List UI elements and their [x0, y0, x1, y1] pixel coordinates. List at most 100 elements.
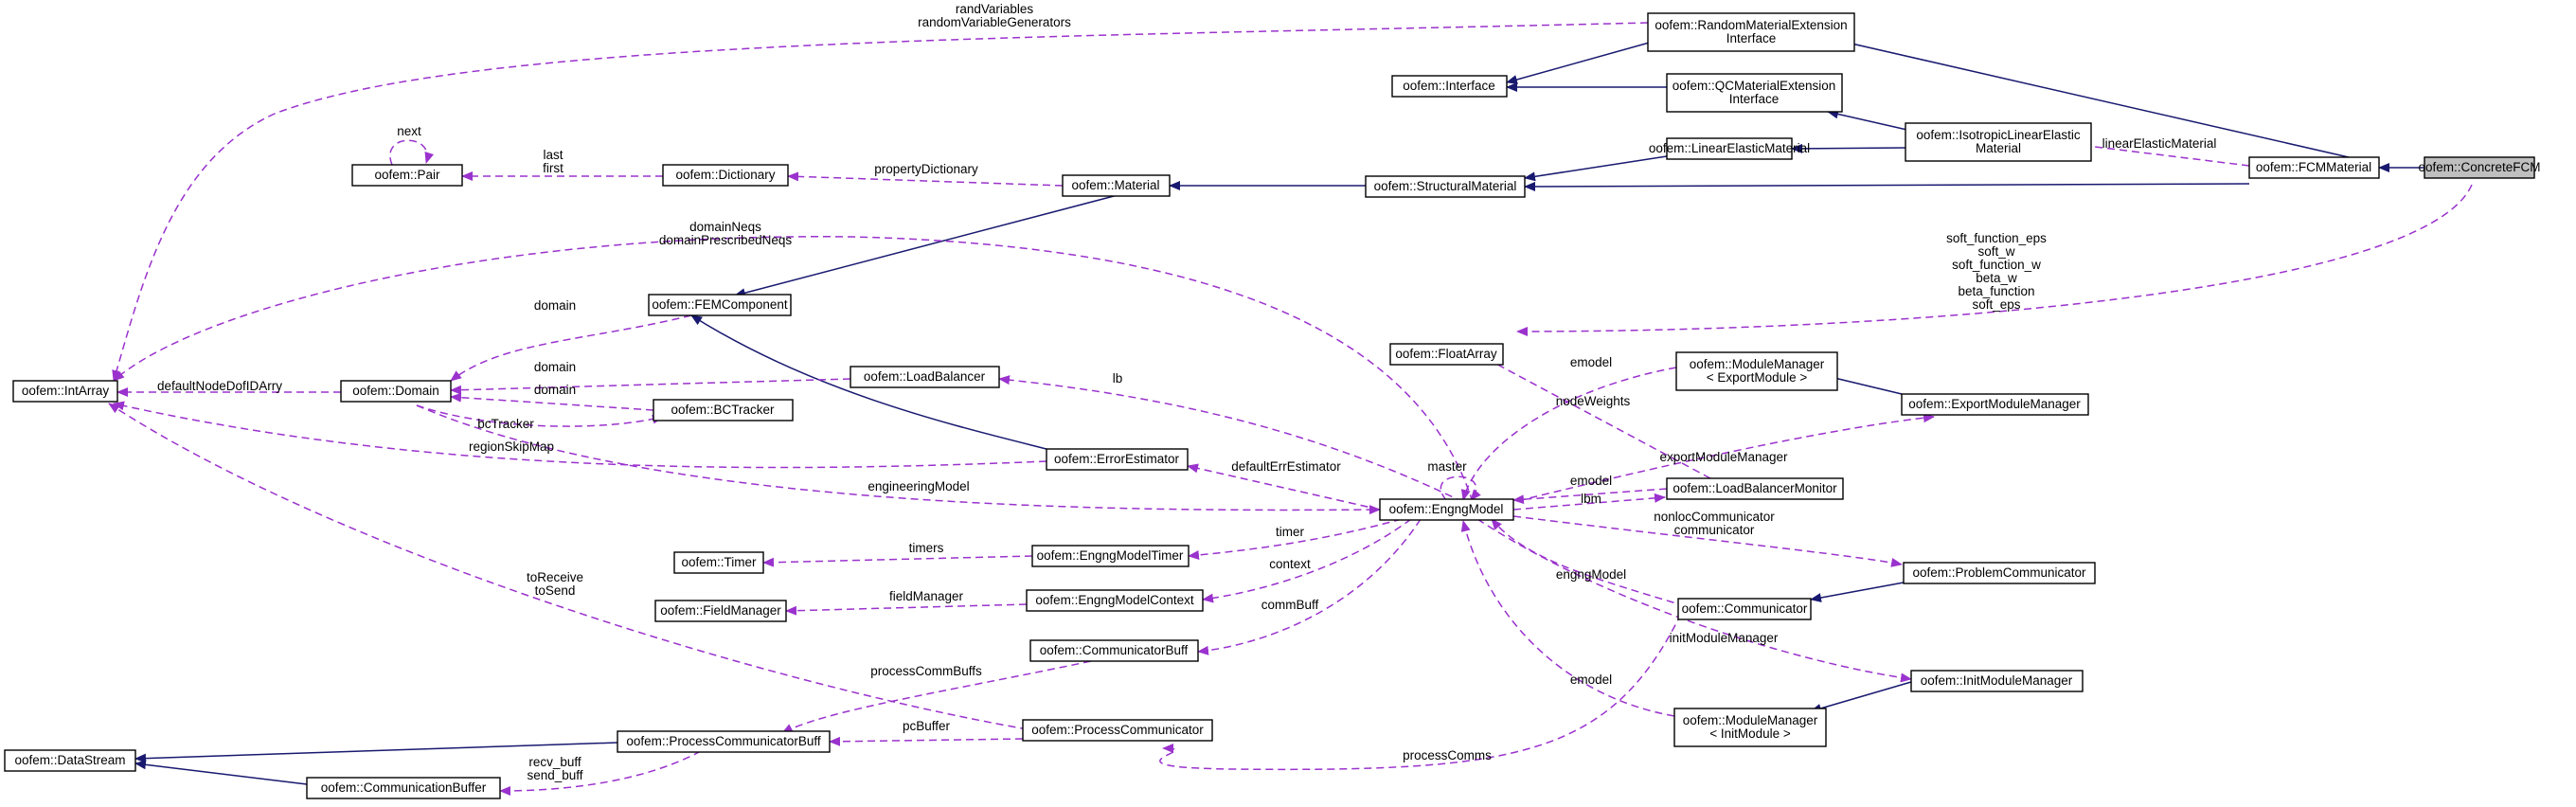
class-node-communicator[interactable]: oofem::Communicator [1677, 598, 1812, 620]
text-line: randomVariableGenerators [918, 15, 1071, 29]
class-node-problem-communicator[interactable]: oofem::ProblemCommunicator [1903, 562, 2096, 584]
text-line: oofem::FEMComponent [652, 297, 788, 312]
class-label: oofem::InitModuleManager [1921, 673, 2073, 688]
text-line: oofem::Interface [1403, 79, 1495, 93]
class-node-data-stream[interactable]: oofem::DataStream [4, 749, 136, 772]
text-line: oofem::StructuralMaterial [1374, 179, 1517, 193]
label-field-manager: fieldManager [889, 589, 964, 603]
class-node-fem-component[interactable]: oofem::FEMComponent [648, 294, 792, 316]
text-line: exportModuleManager [1659, 450, 1788, 464]
edge-lb [998, 375, 1464, 503]
label-region-skip-map: regionSkipMap [469, 439, 554, 454]
text-line: oofem::EngngModelContext [1035, 593, 1194, 607]
label-domain-fem: domain [534, 298, 576, 313]
class-label: oofem::ModuleManager< InitModule > [1683, 713, 1818, 741]
class-node-fcm-material[interactable]: oofem::FCMMaterial [2248, 156, 2380, 179]
text-line: oofem::EngngModelTimer [1037, 548, 1184, 563]
text-line: last [543, 148, 563, 162]
text-line: nonlocCommunicator [1654, 510, 1775, 524]
text-line: timers [909, 541, 944, 555]
label-export-module-manager: exportModuleManager [1659, 450, 1788, 464]
text-line: toSend [535, 583, 576, 598]
class-label: oofem::FEMComponent [652, 297, 788, 312]
class-node-engng-model-context[interactable]: oofem::EngngModelContext [1026, 589, 1204, 612]
edge-process-comms [1159, 613, 1682, 771]
class-node-communicator-buff[interactable]: oofem::CommunicatorBuff [1029, 639, 1199, 662]
edge-init-module-manager [1476, 518, 1912, 683]
class-node-interface[interactable]: oofem::Interface [1391, 75, 1508, 98]
label-master: master [1427, 459, 1467, 474]
class-node-process-communicator[interactable]: oofem::ProcessCommunicator [1022, 719, 1213, 742]
class-node-material[interactable]: oofem::Material [1062, 174, 1171, 197]
text-line: processCommBuffs [870, 664, 982, 678]
class-node-pair[interactable]: oofem::Pair [351, 164, 463, 187]
edge-linear-elastic-material [2079, 141, 2250, 167]
class-node-float-array[interactable]: oofem::FloatArray [1389, 343, 1504, 366]
class-node-concrete-fcm[interactable]: oofem::ConcreteFCM [2418, 156, 2541, 179]
class-node-error-estimator[interactable]: oofem::ErrorEstimator [1046, 448, 1189, 471]
edge-default-err-estimator [1187, 463, 1381, 511]
class-node-engng-model[interactable]: oofem::EngngModel [1379, 498, 1514, 521]
edge-problem-comm-inherits-communicator [1810, 582, 1905, 602]
class-node-field-manager[interactable]: oofem::FieldManager [654, 600, 787, 622]
text-line: commBuff [1261, 598, 1319, 612]
class-node-linear-elastic-material[interactable]: oofem::LinearElasticMaterial [1649, 137, 1810, 160]
class-node-domain[interactable]: oofem::Domain [340, 380, 452, 403]
class-label: oofem::ModuleManager< ExportModule > [1690, 357, 1825, 385]
label-domain-lb: domain [534, 360, 576, 374]
text-line: fieldManager [889, 589, 964, 603]
text-line: oofem::QCMaterialExtension [1673, 79, 1836, 93]
text-line: pcBuffer [903, 719, 951, 733]
class-label: oofem::CommunicatorBuff [1040, 643, 1189, 657]
label-emodel-init: emodel [1570, 672, 1612, 687]
edge-linear-elastic-inherits-structural [1524, 155, 1668, 182]
edge-commbuffer-inherits-data-stream [134, 760, 308, 785]
class-node-export-module-manager[interactable]: oofem::ExportModuleManager [1901, 393, 2089, 416]
class-label: oofem::LoadBalancerMonitor [1673, 481, 1837, 495]
text-line: oofem::CommunicatorBuff [1040, 643, 1189, 657]
class-label: oofem::Timer [681, 555, 757, 569]
text-line: timer [1276, 525, 1305, 539]
class-node-communication-buffer[interactable]: oofem::CommunicationBuffer [306, 777, 501, 799]
class-node-init-module-manager[interactable]: oofem::InitModuleManager [1910, 670, 2084, 692]
text-line: defaultErrEstimator [1231, 459, 1341, 474]
class-node-int-array[interactable]: oofem::IntArray [12, 380, 118, 403]
text-line: regionSkipMap [469, 439, 554, 454]
label-lb: lb [1113, 371, 1123, 386]
label-engineering-model: engineeringModel [868, 479, 969, 493]
label-init-module-manager: initModuleManager [1670, 631, 1779, 645]
edge-field-manager [785, 603, 1028, 616]
class-label: oofem::Domain [352, 384, 439, 398]
edge-to-receive [108, 403, 1029, 730]
label-emodel-lbm: emodel [1570, 474, 1612, 488]
class-node-module-manager-export[interactable]: oofem::ModuleManager< ExportModule > [1675, 351, 1838, 391]
class-node-process-communicator-buff[interactable]: oofem::ProcessCommunicatorBuff [617, 730, 831, 753]
text-line: soft_eps [1972, 297, 2020, 312]
label-default-node-dof: defaultNodeDofIDArry [157, 379, 282, 393]
edge-pc-buffer [829, 736, 1024, 746]
text-line: initModuleManager [1670, 631, 1779, 645]
class-node-module-manager-init[interactable]: oofem::ModuleManager< InitModule > [1673, 708, 1827, 747]
edge-domain-bc [450, 392, 654, 411]
class-node-dictionary[interactable]: oofem::Dictionary [662, 164, 789, 187]
edge-export-module-manager [1505, 413, 1935, 505]
class-node-bc-tracker[interactable]: oofem::BCTracker [653, 399, 794, 421]
edge-domain-fem [450, 314, 692, 382]
class-label: oofem::ErrorEstimator [1054, 452, 1180, 466]
label-default-err-estimator: defaultErrEstimator [1231, 459, 1341, 474]
class-label: oofem::FloatArray [1395, 347, 1497, 361]
class-node-engng-model-timer[interactable]: oofem::EngngModelTimer [1031, 545, 1190, 567]
class-node-load-balancer[interactable]: oofem::LoadBalancer [850, 366, 1000, 388]
class-node-structural-material[interactable]: oofem::StructuralMaterial [1365, 175, 1526, 198]
text-line: oofem::LoadBalancerMonitor [1673, 481, 1837, 495]
class-node-timer[interactable]: oofem::Timer [673, 551, 764, 574]
edge-emodel-lbm [1512, 488, 1668, 505]
edge-engng-model [1491, 518, 1687, 607]
class-node-load-balancer-monitor[interactable]: oofem::LoadBalancerMonitor [1666, 477, 1844, 500]
